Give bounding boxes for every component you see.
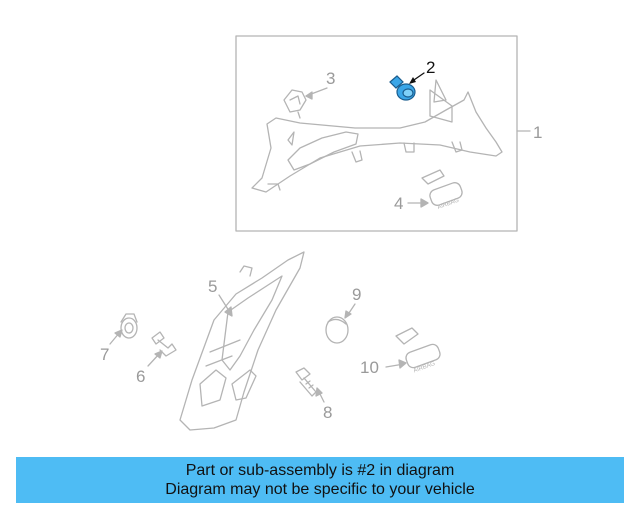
leader-3-arrow (305, 91, 313, 100)
banner-line-2: Diagram may not be specific to your vehi… (165, 481, 475, 498)
airbag-tag-part-10[interactable] (395, 327, 442, 369)
bolt-part-8[interactable] (295, 367, 317, 397)
callout-7: 7 (100, 345, 109, 364)
push-clip-part-6[interactable] (151, 331, 177, 357)
callout-9: 9 (352, 285, 361, 304)
callout-2[interactable]: 2 (426, 58, 435, 77)
callout-4: 4 (394, 194, 403, 213)
grommet-part-7[interactable] (120, 313, 138, 339)
callout-8: 8 (323, 403, 332, 422)
detail-box (235, 35, 518, 232)
callout-1: 1 (533, 123, 542, 142)
leader-4-arrow (420, 198, 429, 208)
leader-5-arrow (224, 306, 233, 317)
leader-9-arrow (344, 310, 352, 319)
leader-2-arrow (409, 77, 416, 84)
cap-part-9[interactable] (325, 316, 349, 344)
callout-6: 6 (136, 367, 145, 386)
info-banner: Part or sub-assembly is #2 in diagram Di… (16, 457, 624, 503)
airbag-tag-part-4[interactable] (421, 169, 464, 207)
banner-line-1: Part or sub-assembly is #2 in diagram (185, 462, 455, 479)
callout-3: 3 (326, 69, 335, 88)
leader-8-arrow (315, 387, 323, 397)
leader-6-arrow (154, 350, 163, 359)
callout-5: 5 (208, 277, 217, 296)
leader-10-arrow (398, 359, 407, 369)
leader-7-arrow (114, 329, 123, 338)
pillar-trim-part-5[interactable] (179, 251, 305, 431)
clip-part-3[interactable] (283, 89, 307, 119)
highlighted-clip-part-2[interactable] (389, 75, 416, 101)
airbag-label-lower: AIRBAG (413, 361, 437, 375)
airbag-label-upper: AIRBAG (437, 198, 461, 212)
upper-trim-panel[interactable] (251, 79, 503, 193)
callout-10: 10 (360, 358, 379, 377)
